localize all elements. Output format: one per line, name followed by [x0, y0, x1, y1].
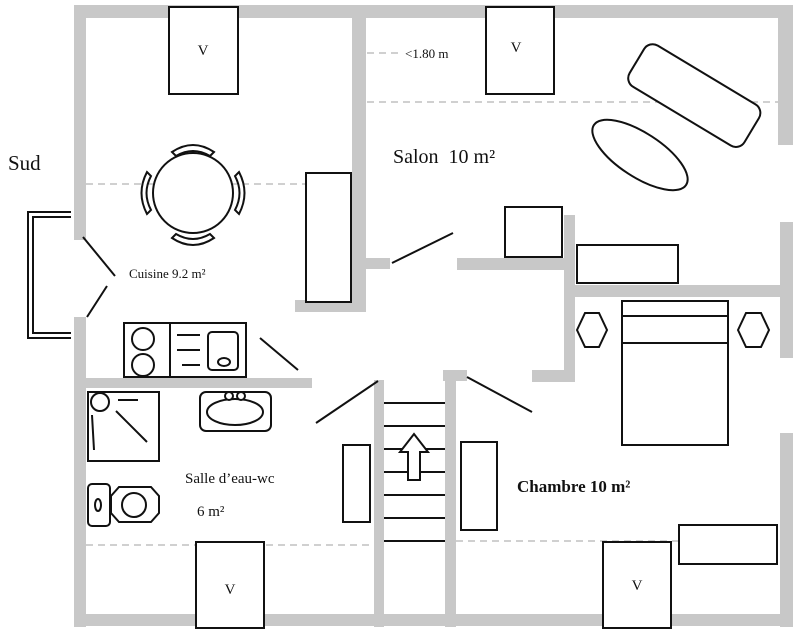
salon-cabinet	[504, 206, 563, 258]
coffee-table	[591, 118, 689, 192]
wall-bottom	[74, 614, 793, 626]
kitchen-counter	[123, 322, 247, 378]
sofa	[627, 43, 762, 148]
nightstand-right	[736, 312, 771, 348]
balcony	[27, 211, 71, 339]
height-note: <1.80 m	[405, 46, 448, 61]
wall-salon-lower	[457, 258, 567, 270]
window-salon: V	[485, 6, 555, 95]
room-label-bathroom: Salle d’eau-wc	[185, 471, 275, 487]
wall-left-upper	[74, 5, 86, 240]
washbasin	[199, 391, 272, 432]
door-kitchen[interactable]	[259, 337, 299, 371]
bed	[621, 300, 729, 446]
hall-cabinet	[342, 444, 371, 523]
wall-kitchen-bottom	[74, 378, 312, 388]
room-label-salon: Salon 10 m²	[393, 146, 495, 168]
window-bathroom: V	[195, 541, 265, 629]
room-label-chambre: Chambre 10 m²	[517, 477, 630, 496]
wall-hall-stub	[532, 370, 575, 382]
wall-left-lower	[74, 317, 86, 627]
wall-right-lower	[780, 433, 793, 627]
wardrobe-chambre	[460, 441, 498, 531]
wall-stair-right	[445, 370, 456, 627]
salon-sideboard	[576, 244, 679, 284]
door-chambre[interactable]	[466, 376, 533, 413]
wall-chambre-top	[575, 285, 780, 297]
room-area-bathroom: 6 m²	[197, 504, 225, 520]
orientation-label: Sud	[8, 151, 41, 175]
wall-stair-left	[374, 380, 384, 627]
burner-icon	[131, 353, 155, 377]
nightstand-left	[575, 312, 609, 348]
wall-right-middle	[780, 222, 793, 358]
arrow-up-icon	[397, 432, 431, 481]
window-label: V	[225, 582, 236, 598]
wall-salon-stub	[366, 258, 390, 269]
dining-table	[140, 144, 246, 246]
door-salon[interactable]	[391, 232, 454, 264]
window-kitchen: V	[168, 6, 239, 95]
chair-left	[140, 170, 153, 216]
window-label: V	[632, 578, 643, 594]
chair-bottom	[170, 232, 216, 246]
shower	[87, 391, 160, 462]
window-label: V	[198, 43, 209, 59]
wall-kitchen-salon	[352, 18, 366, 312]
room-label-kitchen: Cuisine 9.2 m²	[129, 266, 206, 281]
wall-right-upper	[778, 5, 793, 145]
door-south-right[interactable]	[86, 285, 108, 318]
toilet	[87, 483, 160, 527]
desk	[678, 524, 778, 565]
wall-stair-stub	[443, 370, 467, 381]
staircase	[384, 402, 445, 542]
wall-salon-chambre	[564, 215, 575, 382]
chair-right	[233, 170, 246, 216]
chair-top	[170, 144, 216, 158]
door-bathroom[interactable]	[315, 380, 379, 424]
door-south-left[interactable]	[82, 236, 116, 277]
kitchen-cabinet	[305, 172, 352, 303]
burner-icon	[131, 327, 155, 351]
window-chambre: V	[602, 541, 672, 629]
wall-top	[74, 5, 793, 18]
window-label: V	[511, 40, 522, 56]
